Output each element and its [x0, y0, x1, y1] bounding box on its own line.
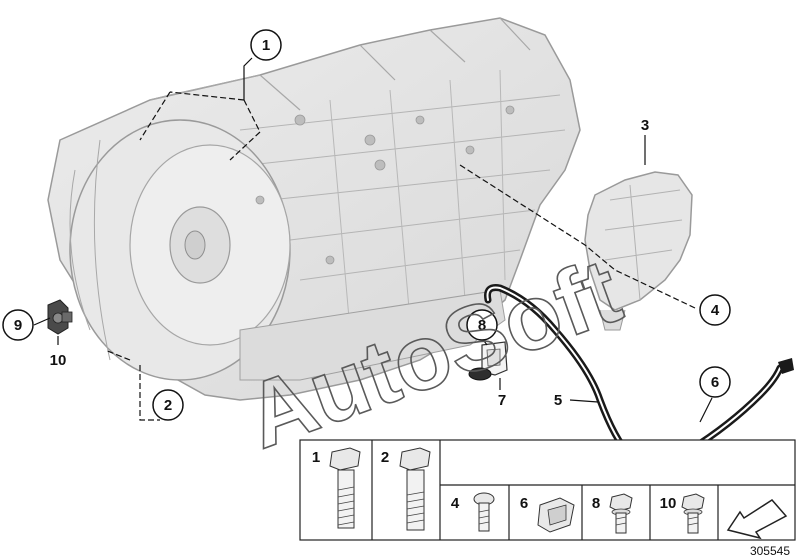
callout-9-label: 9	[14, 317, 22, 334]
parts-table: 1 2 4 6 8 10	[299, 439, 796, 541]
arrow-symbol-icon	[726, 499, 788, 540]
callout-6: 6	[699, 366, 731, 398]
callout-10-label: 10	[50, 352, 67, 369]
bolt-1-icon	[329, 447, 361, 529]
callout-2-label: 2	[164, 397, 172, 414]
table-cell-4-label: 4	[451, 495, 460, 512]
callout-1-label: 1	[262, 37, 270, 54]
callout-7-label: 7	[498, 392, 506, 409]
bolt-8-icon	[609, 493, 633, 534]
callout-2: 2	[152, 389, 184, 421]
clip-6-icon	[537, 497, 575, 533]
part-8-clip	[468, 341, 508, 381]
bolt-2-icon	[399, 447, 431, 531]
callout-8-label: 8	[478, 317, 486, 334]
callout-1: 1	[250, 29, 282, 61]
part-3-bracket	[584, 171, 693, 331]
bolt-10-icon	[681, 493, 705, 534]
table-cell-1-label: 1	[312, 449, 320, 466]
table-cell-10-label: 10	[660, 495, 677, 512]
table-cell-8-label: 8	[592, 495, 600, 512]
table-cell-2-label: 2	[381, 449, 389, 466]
callout-9: 9	[2, 309, 34, 341]
transmission-housing	[47, 17, 581, 401]
callout-4: 4	[699, 294, 731, 326]
part-9-sensor	[47, 299, 73, 335]
reference-number: 305545	[750, 544, 790, 558]
callout-3-label: 3	[641, 117, 649, 134]
table-cell-6-label: 6	[520, 495, 528, 512]
callout-8: 8	[466, 309, 498, 341]
screw-4-icon	[473, 492, 495, 532]
hose-5	[484, 284, 794, 465]
leader-lines	[33, 57, 713, 423]
callout-6-label: 6	[711, 374, 719, 391]
callout-5-label: 5	[554, 392, 562, 409]
callout-4-label: 4	[711, 302, 720, 319]
